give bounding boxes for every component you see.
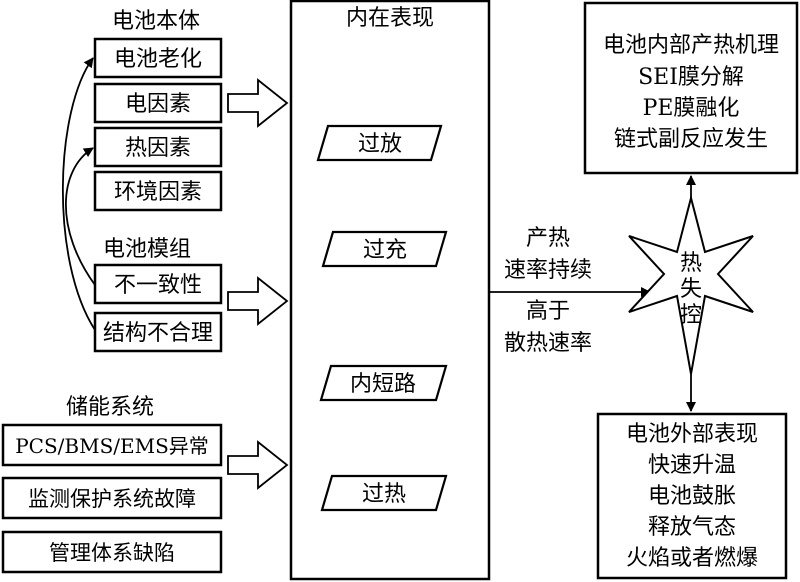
external-line: 火焰或者燃爆 xyxy=(626,546,758,571)
block-arrow-battery-module xyxy=(227,276,289,326)
battery-body-item-label: 电因素 xyxy=(125,92,191,117)
battery-body-item-electrical: 电因素 xyxy=(93,82,223,124)
internal-item-overheat: 过热 xyxy=(320,474,448,512)
storage-system-item-label: PCS/BMS/EMS异常 xyxy=(15,434,209,458)
thermal-runaway-char-2: 失 xyxy=(680,277,702,302)
thermal-runaway-char-1: 热 xyxy=(680,251,702,276)
battery-body-item-label: 电池老化 xyxy=(114,47,202,72)
battery-module-item-label: 不一致性 xyxy=(114,273,202,298)
condition-line-4: 散热速率 xyxy=(504,331,592,356)
battery-module-item-structure: 结构不合理 xyxy=(93,311,223,353)
internal-item-over-discharge: 过放 xyxy=(316,124,443,162)
block-arrow-storage-system xyxy=(227,440,289,490)
storage-system-item-management: 管理体系缺陷 xyxy=(1,530,223,574)
battery-body-item-aging: 电池老化 xyxy=(93,37,223,79)
condition-line-2: 速率持续 xyxy=(504,258,592,283)
internal-mechanism-title: 电池内部产热机理 xyxy=(603,33,779,58)
block-arrow-battery-body xyxy=(227,78,289,128)
internal-mechanism-box xyxy=(583,1,799,175)
battery-module-item-label: 结构不合理 xyxy=(103,321,213,346)
storage-system-item-label: 监测保护系统故障 xyxy=(28,487,196,511)
internal-item-label: 过充 xyxy=(363,238,407,263)
battery-body-item-environment: 环境因素 xyxy=(93,170,223,212)
thermal-runaway-char-3: 控 xyxy=(680,303,702,328)
internal-mechanism-line: SEI膜分解 xyxy=(638,65,744,90)
battery-module-heading: 电池模组 xyxy=(103,237,191,262)
condition-line-1: 产热 xyxy=(526,226,570,251)
internal-mechanism-line: 链式副反应发生 xyxy=(614,127,768,152)
condition-line-3: 高于 xyxy=(526,299,570,324)
storage-system-item-pcs-bms-ems: PCS/BMS/EMS异常 xyxy=(1,423,223,467)
relation-arcs xyxy=(61,57,96,331)
battery-body-item-label: 环境因素 xyxy=(114,180,202,205)
external-manifestation-box xyxy=(596,412,788,580)
external-line: 快速升温 xyxy=(648,453,736,478)
external-title: 电池外部表现 xyxy=(626,422,758,447)
storage-system-item-monitoring: 监测保护系统故障 xyxy=(1,476,223,520)
internal-item-over-charge: 过充 xyxy=(321,230,448,268)
internal-item-label: 过放 xyxy=(358,132,402,157)
battery-body-item-thermal: 热因素 xyxy=(93,126,223,168)
internal-item-label: 内短路 xyxy=(350,372,416,397)
external-line: 电池鼓胀 xyxy=(648,484,736,509)
storage-system-heading: 储能系统 xyxy=(66,395,154,420)
battery-body-item-label: 热因素 xyxy=(125,136,191,161)
internal-item-short-circuit: 内短路 xyxy=(319,364,448,402)
internal-item-label: 过热 xyxy=(362,482,406,507)
external-line: 释放气态 xyxy=(648,515,736,540)
battery-module-item-inconsistency: 不一致性 xyxy=(93,263,223,305)
internal-mechanism-line: PE膜融化 xyxy=(643,96,740,121)
internal-heading: 内在表现 xyxy=(346,6,434,31)
battery-body-heading: 电池本体 xyxy=(112,9,200,34)
storage-system-item-label: 管理体系缺陷 xyxy=(49,541,175,565)
